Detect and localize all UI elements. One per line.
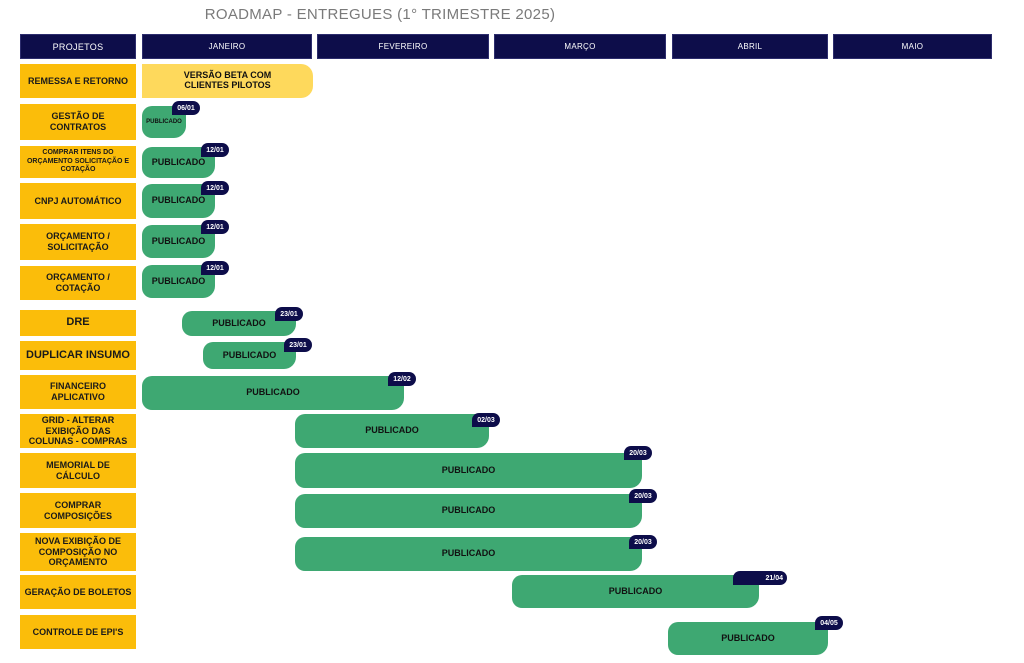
project-cell: GERAÇÃO DE BOLETOS xyxy=(20,575,136,609)
status-bar: PUBLICADO xyxy=(295,537,642,571)
status-bar: PUBLICADO xyxy=(142,376,404,410)
status-bar: PUBLICADO xyxy=(203,342,296,369)
header-projects: PROJETOS xyxy=(20,34,136,59)
header-month-maio: MAIO xyxy=(833,34,992,59)
project-cell: CNPJ AUTOMÁTICO xyxy=(20,183,136,219)
date-badge: 12/01 xyxy=(201,261,229,275)
date-badge: 12/02 xyxy=(388,372,416,386)
date-badge: 23/01 xyxy=(284,338,312,352)
header-month-janeiro: JANEIRO xyxy=(142,34,312,59)
project-cell: DRE xyxy=(20,310,136,336)
date-badge: 04/05 xyxy=(815,616,843,630)
header-month-marco: MARÇO xyxy=(494,34,666,59)
header-month-abril: ABRIL xyxy=(672,34,828,59)
date-badge: 20/03 xyxy=(629,535,657,549)
page-title: ROADMAP - ENTREGUES (1° TRIMESTRE 2025) xyxy=(204,6,556,23)
status-bar: PUBLICADO xyxy=(512,575,759,608)
project-cell: COMPRAR COMPOSIÇÕES xyxy=(20,493,136,528)
date-badge: 12/01 xyxy=(201,220,229,234)
status-bar: PUBLICADO xyxy=(668,622,828,655)
date-badge: 20/03 xyxy=(629,489,657,503)
date-badge: 23/01 xyxy=(275,307,303,321)
project-cell: MEMORIAL DE CÁLCULO xyxy=(20,453,136,488)
header-month-fevereiro: FEVEREIRO xyxy=(317,34,489,59)
project-cell: GESTÃO DE CONTRATOS xyxy=(20,104,136,140)
date-badge: 02/03 xyxy=(472,413,500,427)
project-cell: GRID - ALTERAR EXIBIÇÃO DAS COLUNAS - CO… xyxy=(20,414,136,448)
status-bar: PUBLICADO xyxy=(295,453,642,488)
project-cell: FINANCEIRO APLICATIVO xyxy=(20,375,136,409)
project-cell: REMESSA E RETORNO xyxy=(20,64,136,98)
project-cell: CONTROLE DE EPI'S xyxy=(20,615,136,649)
status-bar: PUBLICADO xyxy=(295,414,489,448)
date-badge: 06/01 xyxy=(172,101,200,115)
status-bar: VERSÃO BETA COM CLIENTES PILOTOS xyxy=(142,64,313,98)
date-badge: 12/01 xyxy=(201,181,229,195)
project-cell: COMPRAR ITENS DO ORÇAMENTO SOLICITAÇÃO E… xyxy=(20,146,136,178)
status-bar: PUBLICADO xyxy=(295,494,642,528)
project-cell: DUPLICAR INSUMO xyxy=(20,341,136,370)
date-badge: 21/04 xyxy=(733,571,787,585)
project-cell: NOVA EXIBIÇÃO DE COMPOSIÇÃO NO ORÇAMENTO xyxy=(20,533,136,571)
project-cell: ORÇAMENTO / COTAÇÃO xyxy=(20,266,136,300)
project-cell: ORÇAMENTO / SOLICITAÇÃO xyxy=(20,224,136,260)
date-badge: 12/01 xyxy=(201,143,229,157)
date-badge: 20/03 xyxy=(624,446,652,460)
